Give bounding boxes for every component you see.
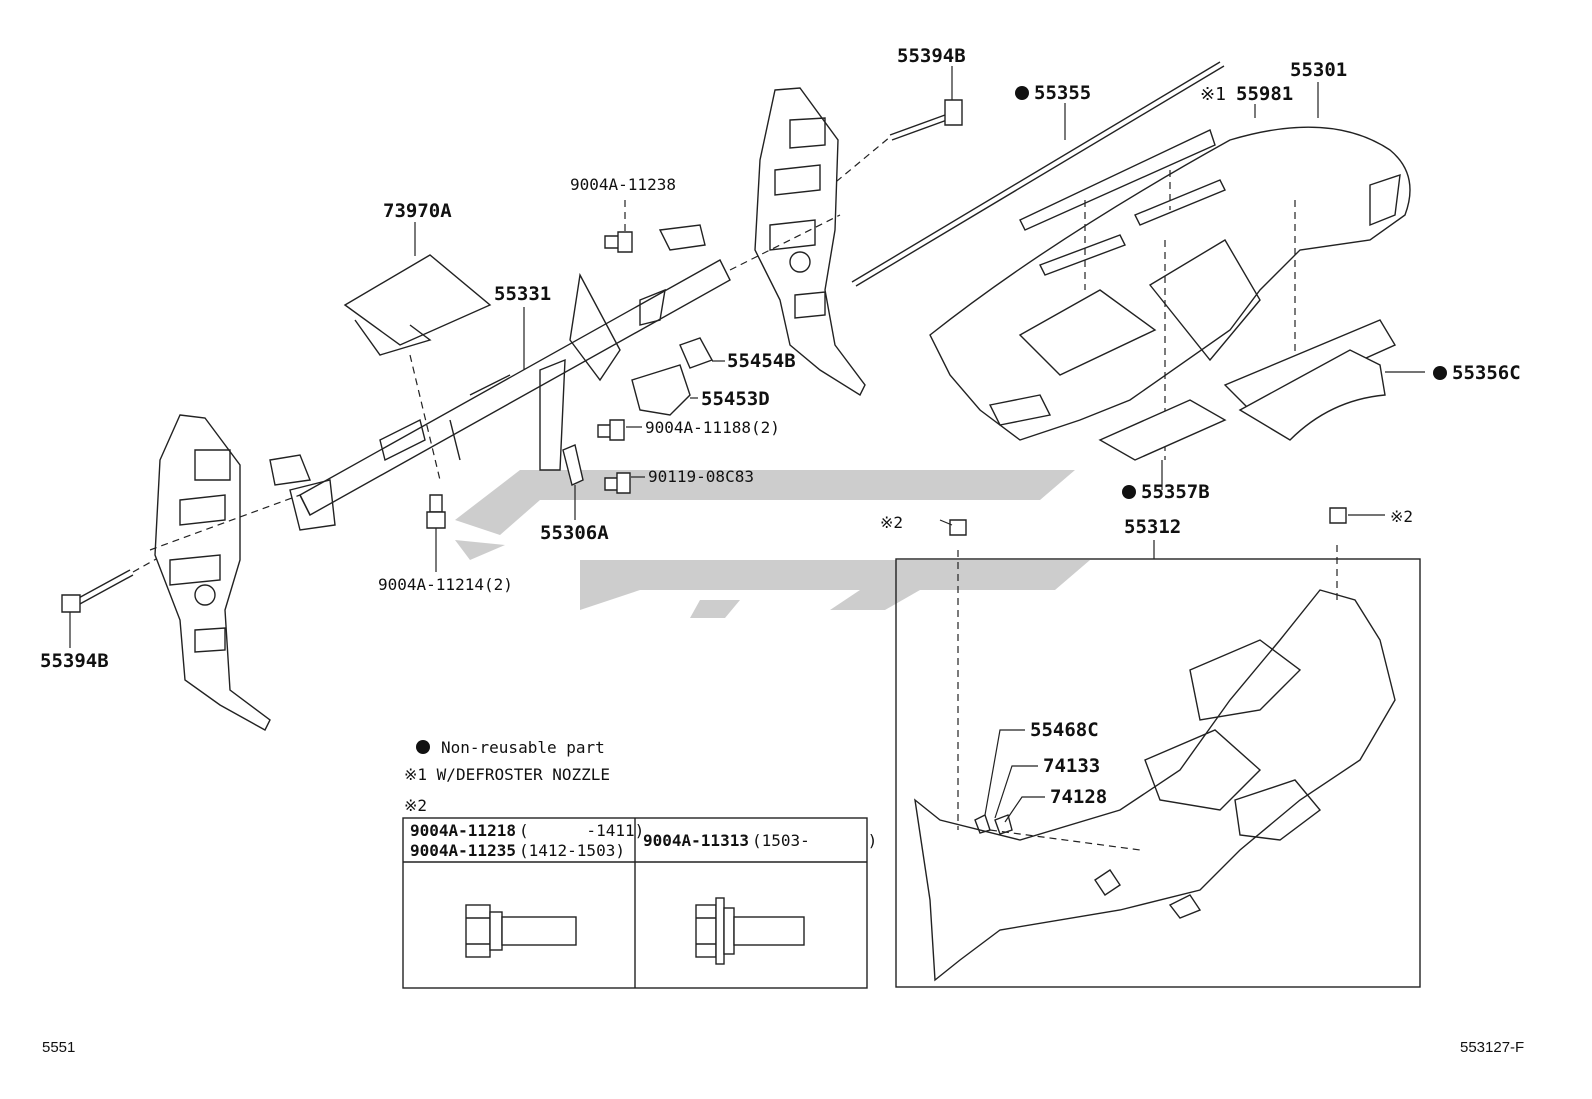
bolt-9004A-11238 [604, 200, 633, 253]
part-55355-strip [851, 61, 1225, 287]
label-55331: 55331 [494, 283, 551, 305]
label-55394B-top: 55394B [897, 45, 966, 67]
label-74133: 74133 [1043, 755, 1100, 777]
part-left-side-panel [149, 414, 301, 731]
legend: Non-reusable part ※1 W/DEFROSTER NOZZLE … [404, 738, 610, 815]
part-73970A-module [343, 254, 492, 481]
label-55301: 55301 [1290, 59, 1347, 81]
table-col2-range: (1503- ) [752, 831, 877, 850]
label-mark2-right: ※2 [1390, 507, 1413, 526]
label-9004A-11188: 9004A-11188(2) [645, 418, 780, 437]
bolt-drawing-washer [695, 897, 805, 965]
label-74128: 74128 [1050, 786, 1107, 808]
label-55394B-left: 55394B [40, 650, 109, 672]
footer-left-code: 5551 [42, 1039, 75, 1056]
part-55331-crossbeam [269, 224, 731, 531]
label-55306A: 55306A [540, 522, 609, 544]
label-55468C: 55468C [1030, 719, 1099, 741]
part-55357B-sheet [1098, 399, 1227, 461]
legend-note1: ※1 W/DEFROSTER NOZZLE [404, 765, 610, 784]
table-col1-line2-part: 9004A-11235 [410, 841, 516, 860]
table-col1-line1-part: 9004A-11218 [410, 821, 516, 840]
label-55312: 55312 [1124, 516, 1181, 538]
non-reusable-dot-55355 [1015, 86, 1029, 100]
label-55357B: 55357B [1141, 481, 1210, 503]
label-55981: 55981 [1236, 83, 1293, 105]
bolt-9004A-11214 [426, 494, 446, 572]
non-reusable-dot-55357B [1122, 485, 1136, 499]
lower-panel-frame [895, 558, 1421, 988]
table-col1-line2-range: (1412-1503) [519, 841, 625, 860]
part-right-side-panel [729, 87, 866, 397]
leader-lines [414, 82, 1425, 526]
bolt-variant-table: 9004A-11218 ( -1411) 9004A-11235 (1412-1… [402, 817, 877, 989]
label-90119-08C83: 90119-08C83 [648, 467, 754, 486]
label-9004A-11214: 9004A-11214(2) [378, 575, 513, 594]
footer-right-code: 553127-F [1460, 1039, 1524, 1056]
label-73970A: 73970A [383, 200, 452, 222]
label-9004A-11238: 9004A-11238 [570, 175, 676, 194]
label-55356C: 55356C [1452, 362, 1521, 384]
legend-dot [416, 740, 430, 754]
label-55355: 55355 [1034, 82, 1091, 104]
legend-note2: ※2 [404, 796, 427, 815]
part-55356C-sheet [1223, 319, 1397, 441]
part-55301-dashboard-panel [929, 126, 1411, 460]
non-reusable-dot-55356C [1433, 366, 1447, 380]
part-55306A-bracket [562, 444, 584, 486]
label-55453D: 55453D [701, 388, 770, 410]
table-col1-line1-range: ( -1411) [519, 821, 644, 840]
label-mark2-left: ※2 [880, 513, 903, 532]
label-55981-mark: ※1 [1200, 84, 1226, 105]
table-col2-part: 9004A-11313 [643, 831, 749, 850]
bolt-55394B-top [789, 66, 963, 221]
legend-non-reusable: Non-reusable part [441, 738, 605, 757]
label-55454B: 55454B [727, 350, 796, 372]
part-55453D-bracket [631, 364, 691, 416]
bolt-drawing-flange [465, 904, 577, 958]
bolt-90119-08C83 [604, 472, 631, 494]
bolt-9004A-11188 [597, 419, 625, 441]
part-55312-group [895, 507, 1421, 988]
part-55454B-bracket [679, 337, 714, 369]
part-labels: 55394B 55355 ※1 55981 55301 73970A 55331… [40, 45, 1521, 808]
watermark-logo [455, 470, 1090, 618]
